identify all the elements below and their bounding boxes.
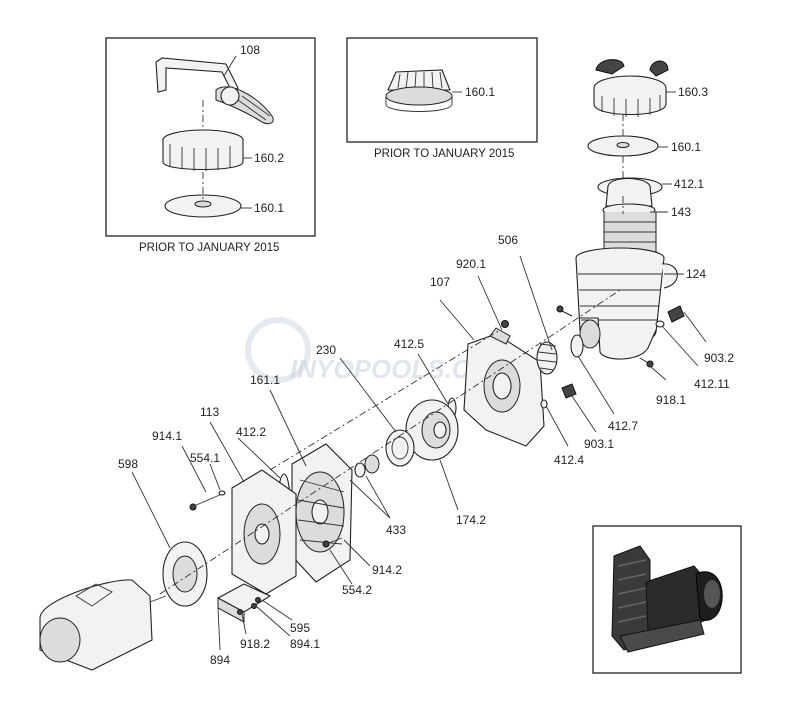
leader-lines <box>131 55 707 651</box>
label-230: 230 <box>316 343 336 357</box>
label-412-2: 412.2 <box>236 425 266 439</box>
part-230-wear-ring <box>385 429 415 467</box>
label-160-1-mid: 160.1 <box>465 85 495 99</box>
label-914-2: 914.2 <box>372 563 402 577</box>
pump-photo <box>611 545 723 653</box>
label-595: 595 <box>290 621 310 635</box>
label-160-1-right: 160.1 <box>671 140 701 154</box>
part-160-2-ring <box>162 129 244 171</box>
label-160-3: 160.3 <box>678 85 708 99</box>
part-113-motor-adapter <box>231 469 297 595</box>
label-914-1: 914.1 <box>152 429 182 443</box>
photo-inset-box <box>592 525 742 674</box>
label-894: 894 <box>210 653 230 667</box>
part-124-housing <box>575 247 678 360</box>
part-554-1-washer <box>218 490 226 496</box>
label-412-7: 412.7 <box>608 419 638 433</box>
mid-inset-box <box>346 37 538 143</box>
part-412-7-gasket <box>570 334 584 358</box>
mid-box-caption: PRIOR TO JANUARY 2015 <box>374 148 514 160</box>
part-174-2-impeller <box>405 399 459 461</box>
label-412-5: 412.5 <box>394 337 424 351</box>
part-161-1-seal-plate <box>291 443 353 583</box>
part-160-1-lid-right <box>587 135 659 157</box>
label-554-2: 554.2 <box>342 583 372 597</box>
part-918-2-screw <box>237 609 243 615</box>
left-box-caption: PRIOR TO JANUARY 2015 <box>139 242 279 254</box>
label-107: 107 <box>430 275 450 289</box>
axis-housing <box>559 289 621 331</box>
part-160-1-lid-left <box>164 194 242 218</box>
part-903-2-plug <box>667 305 685 323</box>
label-160-2: 160.2 <box>254 151 284 165</box>
part-160-3-clamp-ring <box>593 59 669 117</box>
part-914-2-bolt <box>322 537 343 548</box>
part-labels: 108 160.2 160.1 160.1 160.3 160.1 412.1 … <box>118 43 734 667</box>
label-598: 598 <box>118 457 138 471</box>
label-433: 433 <box>386 523 406 537</box>
label-918-1: 918.1 <box>656 393 686 407</box>
label-143: 143 <box>671 205 691 219</box>
part-914-1-bolt <box>189 493 223 511</box>
label-412-4: 412.4 <box>554 453 584 467</box>
part-107-volute <box>463 327 545 447</box>
label-108: 108 <box>240 43 260 57</box>
axis-main <box>159 329 561 595</box>
part-412-4-oring <box>540 399 548 409</box>
label-124: 124 <box>686 267 706 281</box>
label-174-2: 174.2 <box>456 513 486 527</box>
label-506: 506 <box>498 233 518 247</box>
label-894-1: 894.1 <box>290 637 320 651</box>
motor <box>39 579 167 671</box>
part-920-1-nut <box>501 320 509 328</box>
label-412-1: 412.1 <box>674 177 704 191</box>
left-inset-box <box>105 37 316 237</box>
label-412-11: 412.11 <box>694 377 730 391</box>
part-412-11-oring <box>655 320 665 328</box>
label-161-1: 161.1 <box>250 373 280 387</box>
part-108-handle <box>155 57 274 125</box>
part-918-1-screw <box>556 305 654 368</box>
label-113: 113 <box>200 405 219 419</box>
part-143-basket <box>602 177 657 260</box>
label-903-1: 903.1 <box>584 437 614 451</box>
part-598-shaft-seal <box>162 541 208 607</box>
part-903-1-plug <box>561 383 577 399</box>
label-160-1-left: 160.1 <box>254 201 284 215</box>
label-918-2: 918.2 <box>240 637 270 651</box>
label-903-2: 903.2 <box>704 351 734 365</box>
label-554-1: 554.1 <box>190 451 220 465</box>
label-920-1: 920.1 <box>456 257 486 271</box>
part-506-diffuser <box>536 341 558 375</box>
part-160-1-lid-mid <box>385 69 453 112</box>
part-894-1-screws <box>251 597 261 609</box>
